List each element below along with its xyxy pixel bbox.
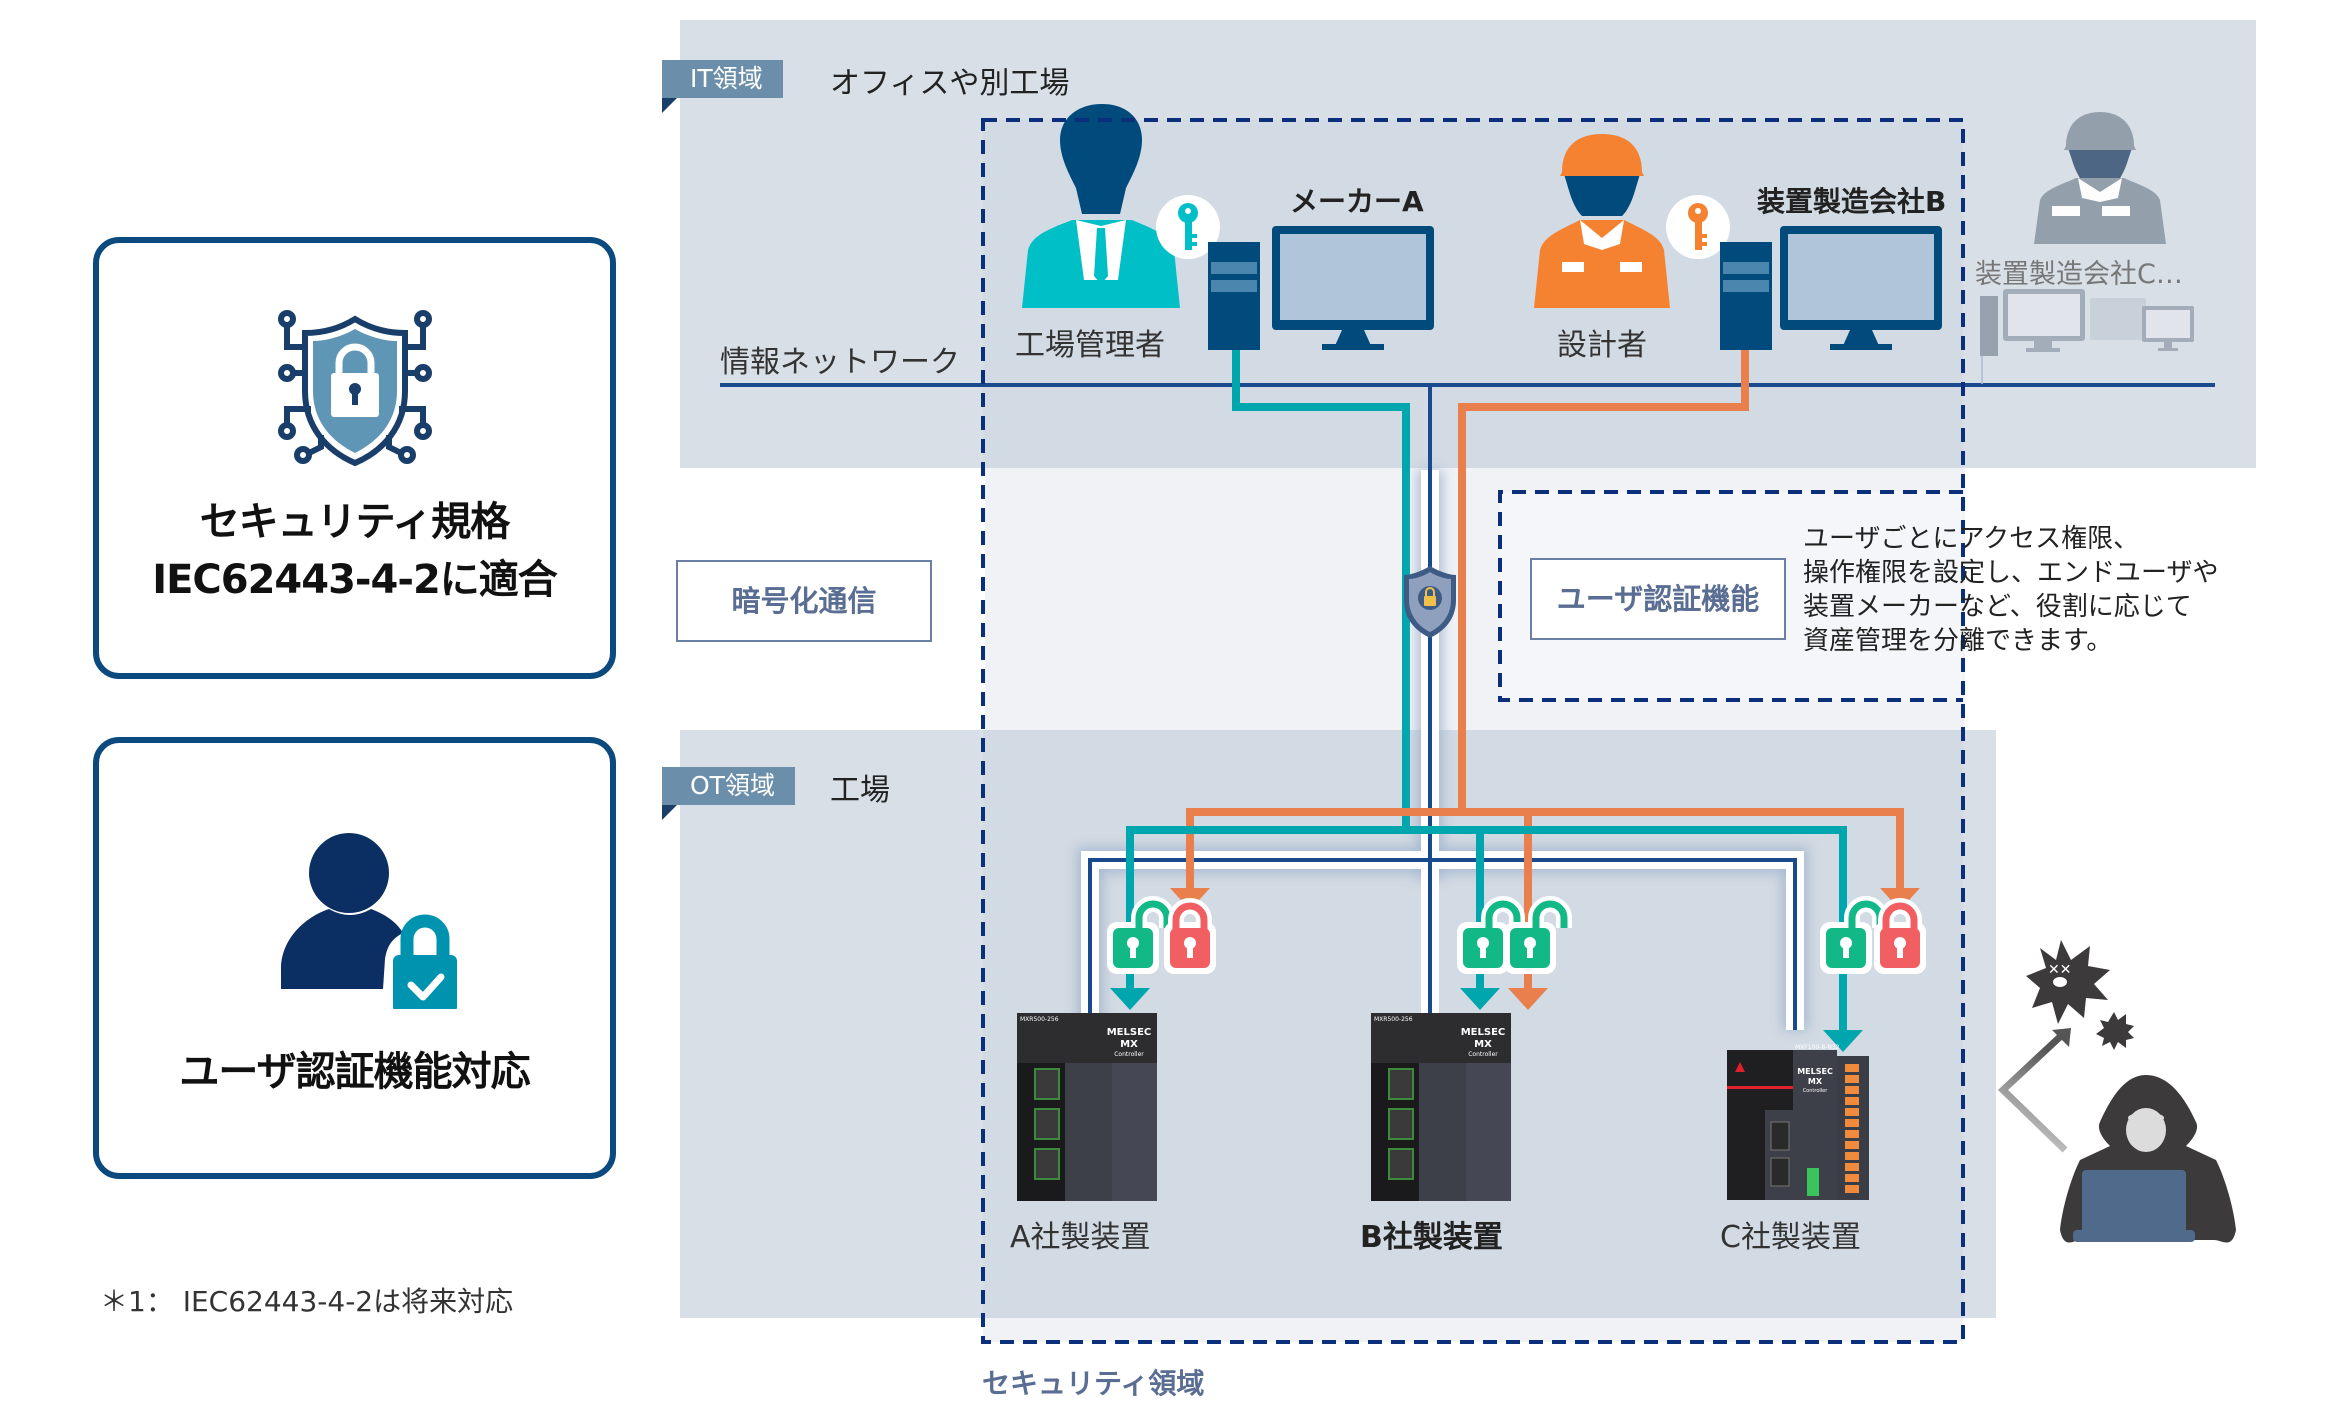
actor-name-designer: 設計者 [1557,328,1647,363]
virus-icon [2096,1012,2134,1050]
it-zone-tag: IT領域 [662,60,783,113]
security-zone-overlay [983,1318,1963,1342]
user-lock-check-icon [281,833,457,1009]
it-zone-title: オフィスや別工場 [830,66,1070,101]
feature-title-security-standard: セキュリティ規格 IEC62443-4-2に適合 [99,493,610,609]
encryption-label-box: 暗号化通信 [676,560,932,642]
plc-brand: MELSEC [1797,1067,1833,1076]
ot-zone-title: 工場 [830,773,890,808]
actor-name-factory-manager: 工場管理者 [1015,328,1165,363]
lock-open-icon [1107,896,1175,974]
arrow-down-icon [1110,988,1150,1010]
description-line: 操作権限を設定し、エンドユーザや [1803,558,2219,588]
user-auth-label-box: ユーザ認証機能 [1530,558,1786,640]
plc-series: MX [1120,1039,1138,1050]
engineer-gray-icon [2034,112,2166,244]
actor-company-maker-a: メーカーA [1290,185,1424,218]
businessman-icon [1022,104,1180,308]
user-auth-label: ユーザ認証機能 [1556,582,1760,616]
plc-series: MX [1808,1077,1823,1086]
footnote: ＊1： IEC62443-4-2は将来対応 [100,1285,514,1318]
encryption-shield-icon [1404,566,1456,638]
desktop-computer-icon [1720,226,1942,350]
device-label-b: B社製装置 [1360,1220,1503,1255]
description-line: ユーザごとにアクセス権限、 [1803,524,2140,554]
orange-distribution-line [1186,808,1904,888]
orange-connection-path [1458,350,1749,812]
arrow-down-icon [1823,1030,1863,1052]
device-label-c: C社製装置 [1720,1220,1861,1255]
feature-title-line: ユーザ認証機能対応 [179,1049,530,1095]
arrow-down-icon [1508,988,1548,1010]
desktop-computer-gray-icon [1980,289,2194,384]
encryption-label: 暗号化通信 [731,584,877,618]
plc-series: MX [1474,1039,1492,1050]
svg-text:✕✕: ✕✕ [2048,962,2071,978]
description-line: 装置メーカーなど、役割に応じて [1803,592,2192,622]
feature-title-line: セキュリティ規格 [199,499,511,545]
plc-brand: MELSEC [1107,1027,1152,1038]
ot-zone-tag: OT領域 [662,767,795,820]
plc-model: MXR500-256 [1374,1016,1413,1023]
plc-sub: Controller [1114,1051,1144,1058]
plc-sub: Controller [1468,1051,1498,1058]
virus-icon [2026,940,2110,1024]
plc-brand: MELSEC [1461,1027,1506,1038]
device-network-trunk [1077,385,1808,1030]
attacker-icon: ✕✕ [1997,940,2236,1243]
security-zone-border [981,118,1965,1344]
description-line: 資産管理を分離できます。 [1803,626,2113,656]
user-auth-zone-border [1498,490,1963,702]
plc-sub: Controller [1803,1088,1829,1094]
feature-title-line: IEC62443-4-2に適合 [152,557,558,603]
plc-model: MXF100-8-N32 [1795,1044,1840,1051]
security-zone-label: セキュリティ領域 [982,1367,1205,1400]
lock-closed-icon [1874,898,1926,974]
actor-company-b: 装置製造会社B [1757,185,1947,218]
feature-card-user-auth: ユーザ認証機能対応 [93,737,616,1179]
lock-open-icon [1504,896,1572,974]
lock-open-icon [1457,896,1525,974]
feature-card-security-standard: セキュリティ規格 IEC62443-4-2に適合 [93,237,616,679]
teal-connection-path [1232,350,1410,830]
lock-closed-icon [1164,898,1216,974]
engineer-icon [1534,134,1670,308]
user-auth-description: ユーザごとにアクセス権限、 操作権限を設定し、エンドユーザや 装置メーカーなど、… [1803,522,2218,658]
shield-lock-circuit-icon [278,310,432,467]
actor-company-c: 装置製造会社C… [1975,259,2183,290]
arrow-down-icon [1460,988,1500,1010]
plc-model: MXR500-256 [1020,1016,1059,1023]
feature-title-user-auth: ユーザ認証機能対応 [99,1043,610,1101]
desktop-computer-icon [1208,226,1434,350]
network-label: 情報ネットワーク [720,345,960,380]
device-label-a: A社製装置 [1010,1220,1151,1255]
